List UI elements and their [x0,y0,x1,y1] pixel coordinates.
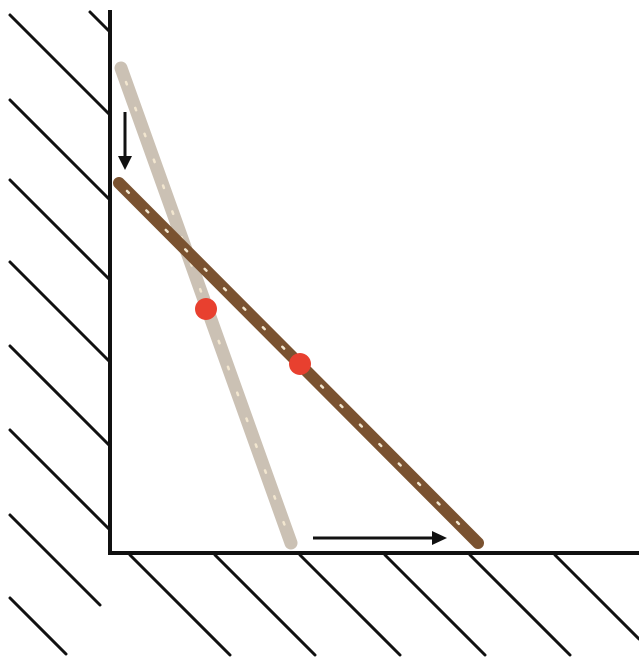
midpoint-initial [195,298,217,320]
floor-hatching [128,553,639,657]
wall-hatch-line [8,178,112,282]
wall-hatch-line [8,13,112,117]
floor-hatch-line [128,553,232,657]
arrow-right-icon [313,531,447,545]
wall-hatch-line [8,260,112,364]
wall-hatch-line [8,428,112,532]
wall-hatch-line [8,596,68,656]
midpoint-final [289,353,311,375]
wall-hatching [8,10,112,656]
floor-hatch-line [383,553,487,657]
wall-hatch-line [8,98,112,202]
floor-hatch-line [213,553,317,657]
arrow-down-icon [118,112,132,170]
floor-hatch-line [468,553,572,657]
wall-hatch-line [8,513,102,607]
arrow-down-head [118,156,132,170]
wall-hatch-line [8,344,112,448]
arrow-right-head [432,531,447,545]
floor-hatch-line [298,553,402,657]
floor-hatch-line [553,553,639,641]
wall-hatch-line [88,10,112,34]
